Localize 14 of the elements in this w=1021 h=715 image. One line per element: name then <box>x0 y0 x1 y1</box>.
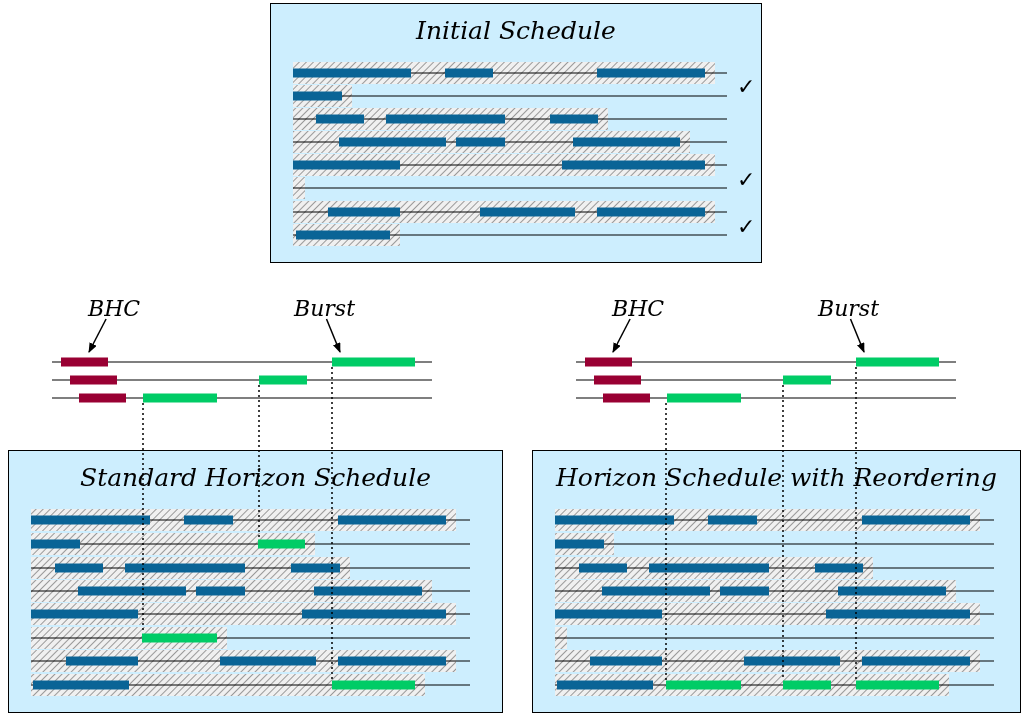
annotation-text: Burst <box>294 296 355 321</box>
annotation-text: BHC <box>612 296 665 321</box>
check-mark: ✓ <box>737 167 755 192</box>
panel-title: Initial Schedule <box>416 16 616 45</box>
leader-arrow <box>612 318 631 353</box>
panel-title: Horizon Schedule with Reordering <box>556 463 997 492</box>
annotation-text: Burst <box>818 296 879 321</box>
leader-arrow <box>849 318 865 353</box>
leader-arrow <box>325 318 341 353</box>
leader-arrow <box>88 318 107 353</box>
check-mark: ✓ <box>737 214 755 239</box>
panel-title: Standard Horizon Schedule <box>80 463 431 492</box>
check-mark: ✓ <box>737 74 755 99</box>
annotation-text: BHC <box>88 296 141 321</box>
